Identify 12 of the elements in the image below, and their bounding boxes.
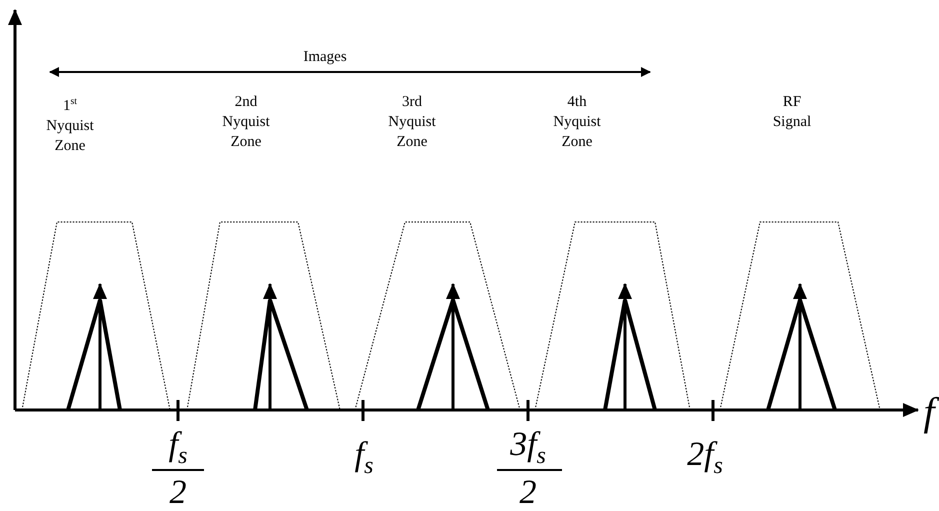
span-label: Images: [303, 50, 347, 65]
frequency-label: 3f$_{s}$: [510, 428, 546, 469]
zone-label: 2nd Nyquist Zone: [221, 93, 271, 152]
zone-label: RF Signal: [772, 93, 812, 132]
frequency-label: f$_{s}$: [354, 438, 374, 479]
frequency-label: 2f$_{s}$: [687, 438, 723, 479]
frequency-label: 2: [170, 476, 186, 510]
frequency-label: f$_{s}$: [168, 428, 188, 469]
zone-label: 1$^{st}$ Nyquist Zone: [45, 95, 95, 156]
zone-label: 3rd Nyquist Zone: [387, 93, 437, 152]
frequency-label: 2: [520, 476, 536, 510]
zone-label: 4th Nyquist Zone: [552, 93, 602, 152]
